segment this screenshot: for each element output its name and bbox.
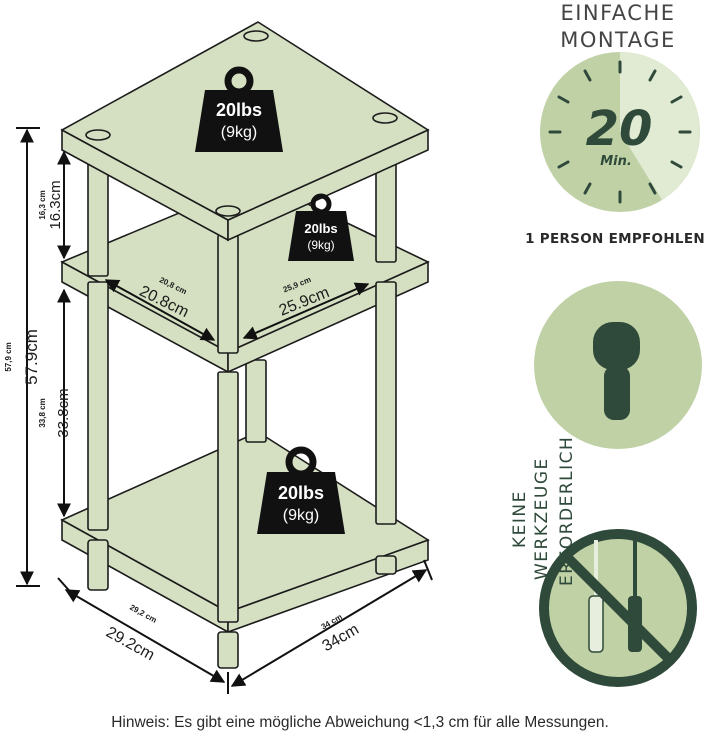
weight-unit: (9kg) <box>283 507 319 524</box>
weight-value: 20lbs <box>304 221 337 236</box>
base-width-dimension-line <box>230 569 428 687</box>
assembly-title: EINFACHE MONTAGE <box>548 0 688 54</box>
no-tools-line-1: KEINE <box>510 490 530 548</box>
height-label-small: 57,9 cm <box>4 342 13 371</box>
mid-gap-label-small: 33,8 cm <box>38 398 47 427</box>
screw-hole <box>85 129 111 141</box>
base-depth-label: 29.2cm <box>103 624 157 664</box>
weight-icon: 20lbs (9kg) <box>257 446 345 534</box>
foot <box>375 555 397 575</box>
post <box>245 359 267 443</box>
assembly-title-line-2: MONTAGE <box>560 28 676 52</box>
assembly-minutes: 20 <box>586 101 653 157</box>
post <box>87 281 109 531</box>
mid-gap-label: 33.8cm <box>55 388 72 437</box>
clock-icon: 20 Min. <box>540 52 700 212</box>
top-gap-label-small: 16,3 cm <box>38 190 47 219</box>
shelf-width-dimension-line <box>242 282 370 340</box>
post <box>375 281 397 525</box>
weight-icon: 20lbs (9kg) <box>195 66 283 152</box>
shelf-depth-dimension-line <box>104 279 216 341</box>
weight-icon: 20lbs (9kg) <box>288 193 354 261</box>
base-depth-dimension-line <box>64 589 226 683</box>
assembly-title-line-1: EINFACHE <box>560 1 676 25</box>
measurement-note: Hinweis: Es gibt eine mögliche Abweichun… <box>111 714 609 731</box>
post <box>217 371 239 623</box>
post <box>217 234 239 354</box>
height-label: 57.9cm <box>22 329 41 385</box>
screwdriver-icon <box>588 540 604 653</box>
foot <box>87 539 109 591</box>
foot <box>217 631 239 669</box>
person-icon <box>534 281 702 449</box>
top-gap-label: 16.3cm <box>47 180 64 229</box>
weight-unit: (9kg) <box>221 124 257 141</box>
screw-hole <box>215 205 241 217</box>
screw-hole <box>243 30 269 42</box>
person-recommendation: 1 PERSON EMPFOHLEN <box>525 231 705 247</box>
weight-unit: (9kg) <box>307 238 334 252</box>
weight-value: 20lbs <box>278 483 324 503</box>
no-tools-line-3: ERFORDERLICH <box>557 435 577 586</box>
no-tools-icon <box>539 529 697 687</box>
no-tools-line-2: WERKZEUGE <box>532 457 552 580</box>
screw-hole <box>372 112 398 124</box>
weight-value: 20lbs <box>216 100 262 120</box>
base-depth-label-small: 29,2 cm <box>128 603 158 625</box>
assembly-unit: Min. <box>600 154 632 169</box>
